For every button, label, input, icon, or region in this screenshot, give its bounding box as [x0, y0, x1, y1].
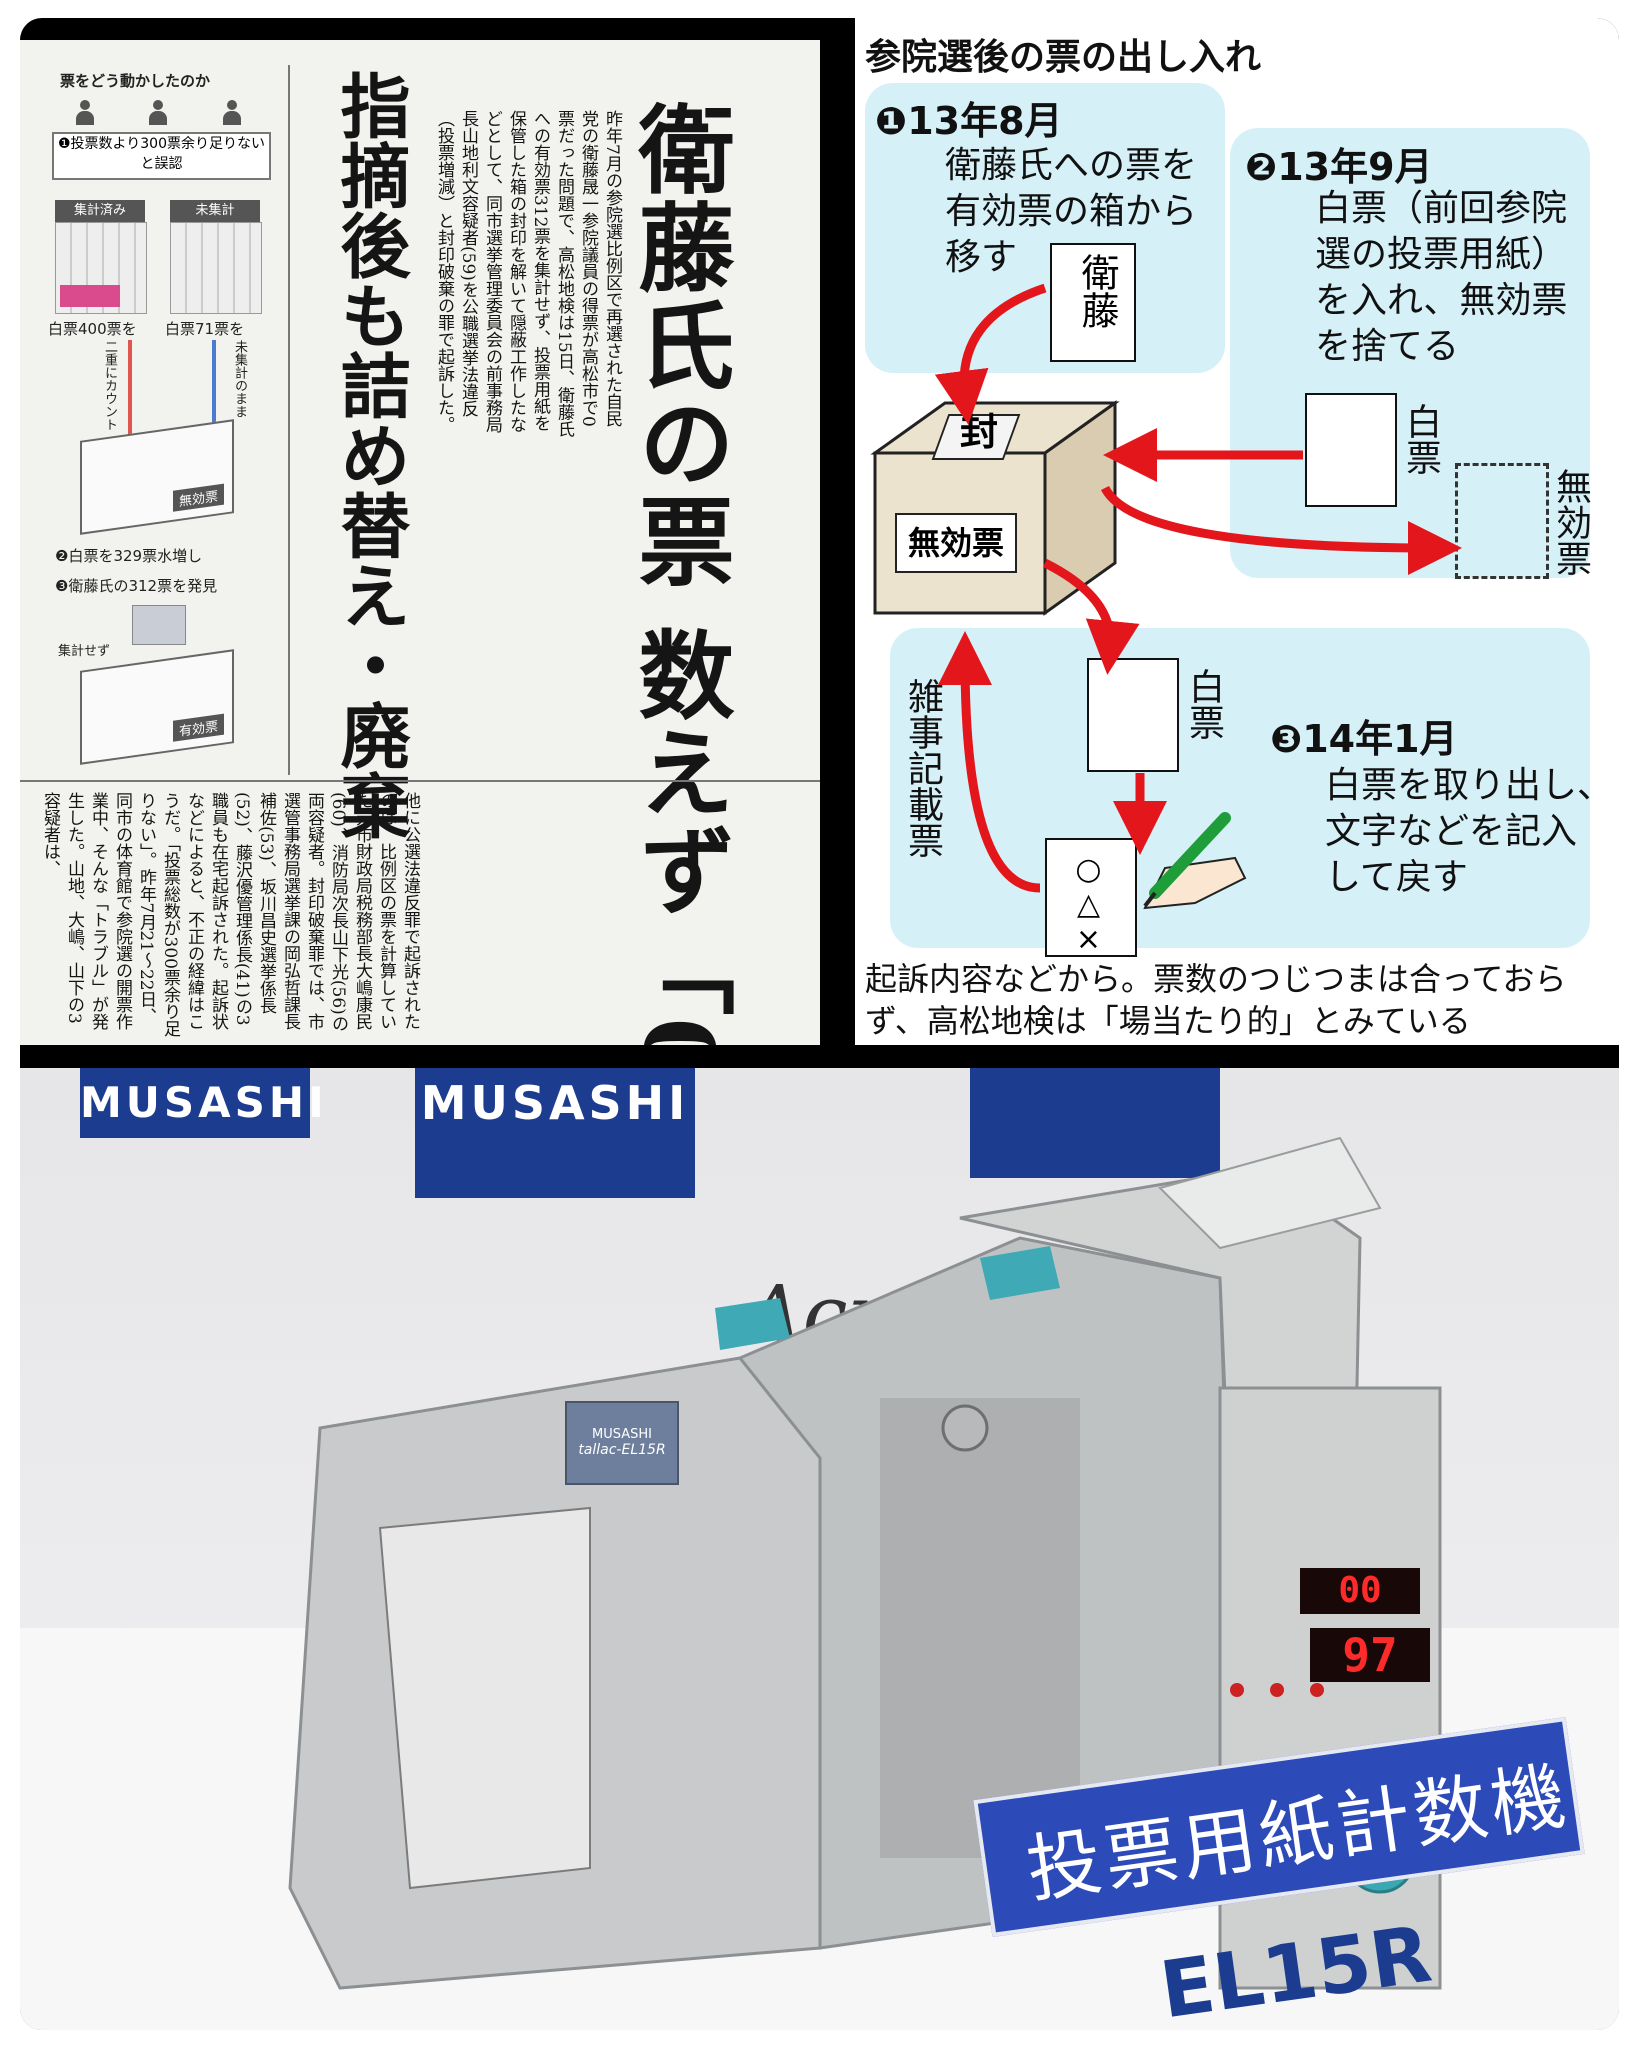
step2-caption: ❷白票を329票水増し — [55, 547, 203, 565]
eto-ballot-slip: 衛藤 — [1050, 243, 1136, 362]
ballot-marks: ○△× — [1071, 852, 1106, 957]
machine-nameplate: MUSASHI tallac-EL15R — [565, 1401, 679, 1485]
uncounted-note: 白票71票を — [165, 320, 245, 338]
headline-sub: 指摘後も詰め替え・廃棄 — [329, 70, 412, 840]
ballot-movement-diagram: 参院選後の票の出し入れ ❶13年8月 衛藤氏への票を 有効票の箱から 移す 衛藤… — [855, 18, 1619, 1045]
step2-line: 選の投票用紙） — [1315, 234, 1568, 275]
uncounted-label: 未集計 — [170, 200, 260, 222]
blank-ballot-label: 白票 — [1400, 403, 1441, 475]
article-body-top: 昨年7月の参院選比例区で再選された自民党の衛藤晟一参院議員の得票が高松市で0票だ… — [434, 110, 622, 438]
uncounted-ballot-stack — [170, 222, 262, 314]
blank-ballot-highlight — [60, 285, 120, 307]
eto-name: 衛藤 — [1075, 253, 1119, 329]
step3-line: 白票を取り出し、 — [1325, 765, 1614, 806]
collage-frame: 衛藤氏の票 数えず「0」 指摘後も詰め替え・廃棄 昨年7月の参院選比例区で再選さ… — [20, 18, 1619, 2030]
backdrop-banner: MUSASHI — [415, 1068, 695, 1198]
step1-heading: ❶13年8月 — [875, 90, 1063, 145]
diagram-title: 参院選後の票の出し入れ — [865, 37, 1262, 78]
step1-text: 衛藤氏への票を 有効票の箱から 移す — [945, 143, 1197, 281]
blue-arrow — [212, 340, 216, 440]
misc-ballot-label: 雑事記載票 — [902, 678, 943, 858]
newspaper-clipping: 衛藤氏の票 数えず「0」 指摘後も詰め替え・廃棄 昨年7月の参院選比例区で再選さ… — [20, 40, 820, 1045]
left-uncounted-note: 未集計のまま — [232, 340, 247, 418]
valid-box-label: 有効票 — [172, 713, 224, 742]
step3-panel — [890, 628, 1590, 948]
extracted-blank-label: 白票 — [1183, 668, 1224, 740]
pen-hand-icon — [1143, 812, 1247, 910]
step2-number-icon: ❷ — [1245, 145, 1278, 189]
invalid-box-label: 無効票 — [172, 483, 224, 512]
invalid-ballot-label: 無効票 — [1550, 468, 1591, 576]
step1-caption: ❶投票数より300票余り足りないと誤認 — [52, 132, 271, 180]
column-divider — [20, 780, 820, 782]
step3-caption: ❸衛藤氏の312票を発見 — [55, 577, 218, 595]
indicator-light — [1270, 1683, 1284, 1697]
valid-box: 有効票 — [80, 649, 234, 765]
found-ballots — [132, 605, 186, 645]
counted-ballot-stack — [55, 222, 147, 314]
invalid-box: 無効票 — [80, 419, 234, 535]
step2-line: 白票（前回参院 — [1315, 188, 1568, 229]
step3-text: 白票を取り出し、 文字などを記入 して戻す — [1325, 763, 1613, 901]
invalid-box-label: 無効票 — [895, 513, 1017, 573]
nameplate-model: tallac-EL15R — [578, 1442, 666, 1458]
step1-panel — [865, 83, 1225, 373]
step1-number-icon: ❶ — [875, 99, 908, 143]
step2-panel — [1230, 128, 1590, 578]
step1-line: 移す — [945, 237, 1018, 278]
step3-heading: ❸14年1月 — [1270, 708, 1458, 763]
counted-note: 白票400票を — [48, 320, 137, 338]
step2-line: を捨てる — [1315, 326, 1460, 367]
step1-date: 13年8月 — [907, 99, 1063, 143]
article-body-bottom: 他に公選法違反罪で起訴されたのは、比例区の票を計算していた元市財政局税務部長大嶋… — [40, 792, 420, 1037]
nameplate-brand: MUSASHI — [592, 1427, 652, 1442]
headline-main: 衛藤氏の票 数えず「0」 — [622, 100, 735, 1045]
step3-line: して戻す — [1325, 857, 1468, 898]
graphic-title: 票をどう動かしたのか — [60, 72, 211, 90]
flow-arrows — [934, 283, 1462, 893]
step3-date: 14年1月 — [1302, 717, 1458, 761]
backdrop-banner-edge — [970, 1068, 1220, 1178]
step2-text: 白票（前回参院 選の投票用紙） を入れ、無効票 を捨てる — [1315, 186, 1567, 370]
counting-machine-photo: MUSASHI MUSASHI Acu MUSASHI tallac-EL15R… — [20, 1068, 1619, 2030]
step3-number-icon: ❸ — [1270, 717, 1303, 761]
step1-line: 衛藤氏への票を — [945, 145, 1198, 186]
person-icon — [148, 100, 168, 126]
step3-line: 文字などを記入 — [1325, 811, 1578, 852]
step2-line: を入れ、無効票 — [1315, 280, 1568, 321]
person-icon — [222, 100, 242, 126]
double-count-note: 二重にカウント — [102, 340, 117, 431]
person-icon — [75, 100, 95, 126]
marked-ballot-slip: ○△× — [1045, 838, 1137, 957]
blank-ballot-slip — [1305, 393, 1397, 507]
backdrop-banner: MUSASHI — [80, 1068, 324, 1138]
counted-label: 集計済み — [55, 200, 145, 222]
indicator-light — [1310, 1683, 1324, 1697]
step2-date: 13年9月 — [1277, 145, 1433, 189]
not-counted-note: 集計せず — [58, 644, 111, 659]
counter-display-bottom: 97 — [1310, 1628, 1430, 1682]
diagram-footnote: 起訴内容などから。票数のつじつまは合っておらず、高松地検は「場当たり的」とみてい… — [865, 960, 1567, 1040]
indicator-light — [1230, 1683, 1244, 1697]
step1-line: 有効票の箱から — [945, 191, 1198, 232]
graphic-divider — [288, 65, 290, 775]
step2-heading: ❷13年9月 — [1245, 136, 1433, 191]
counter-display-top: 00 — [1300, 1568, 1420, 1614]
red-arrow — [128, 340, 132, 440]
